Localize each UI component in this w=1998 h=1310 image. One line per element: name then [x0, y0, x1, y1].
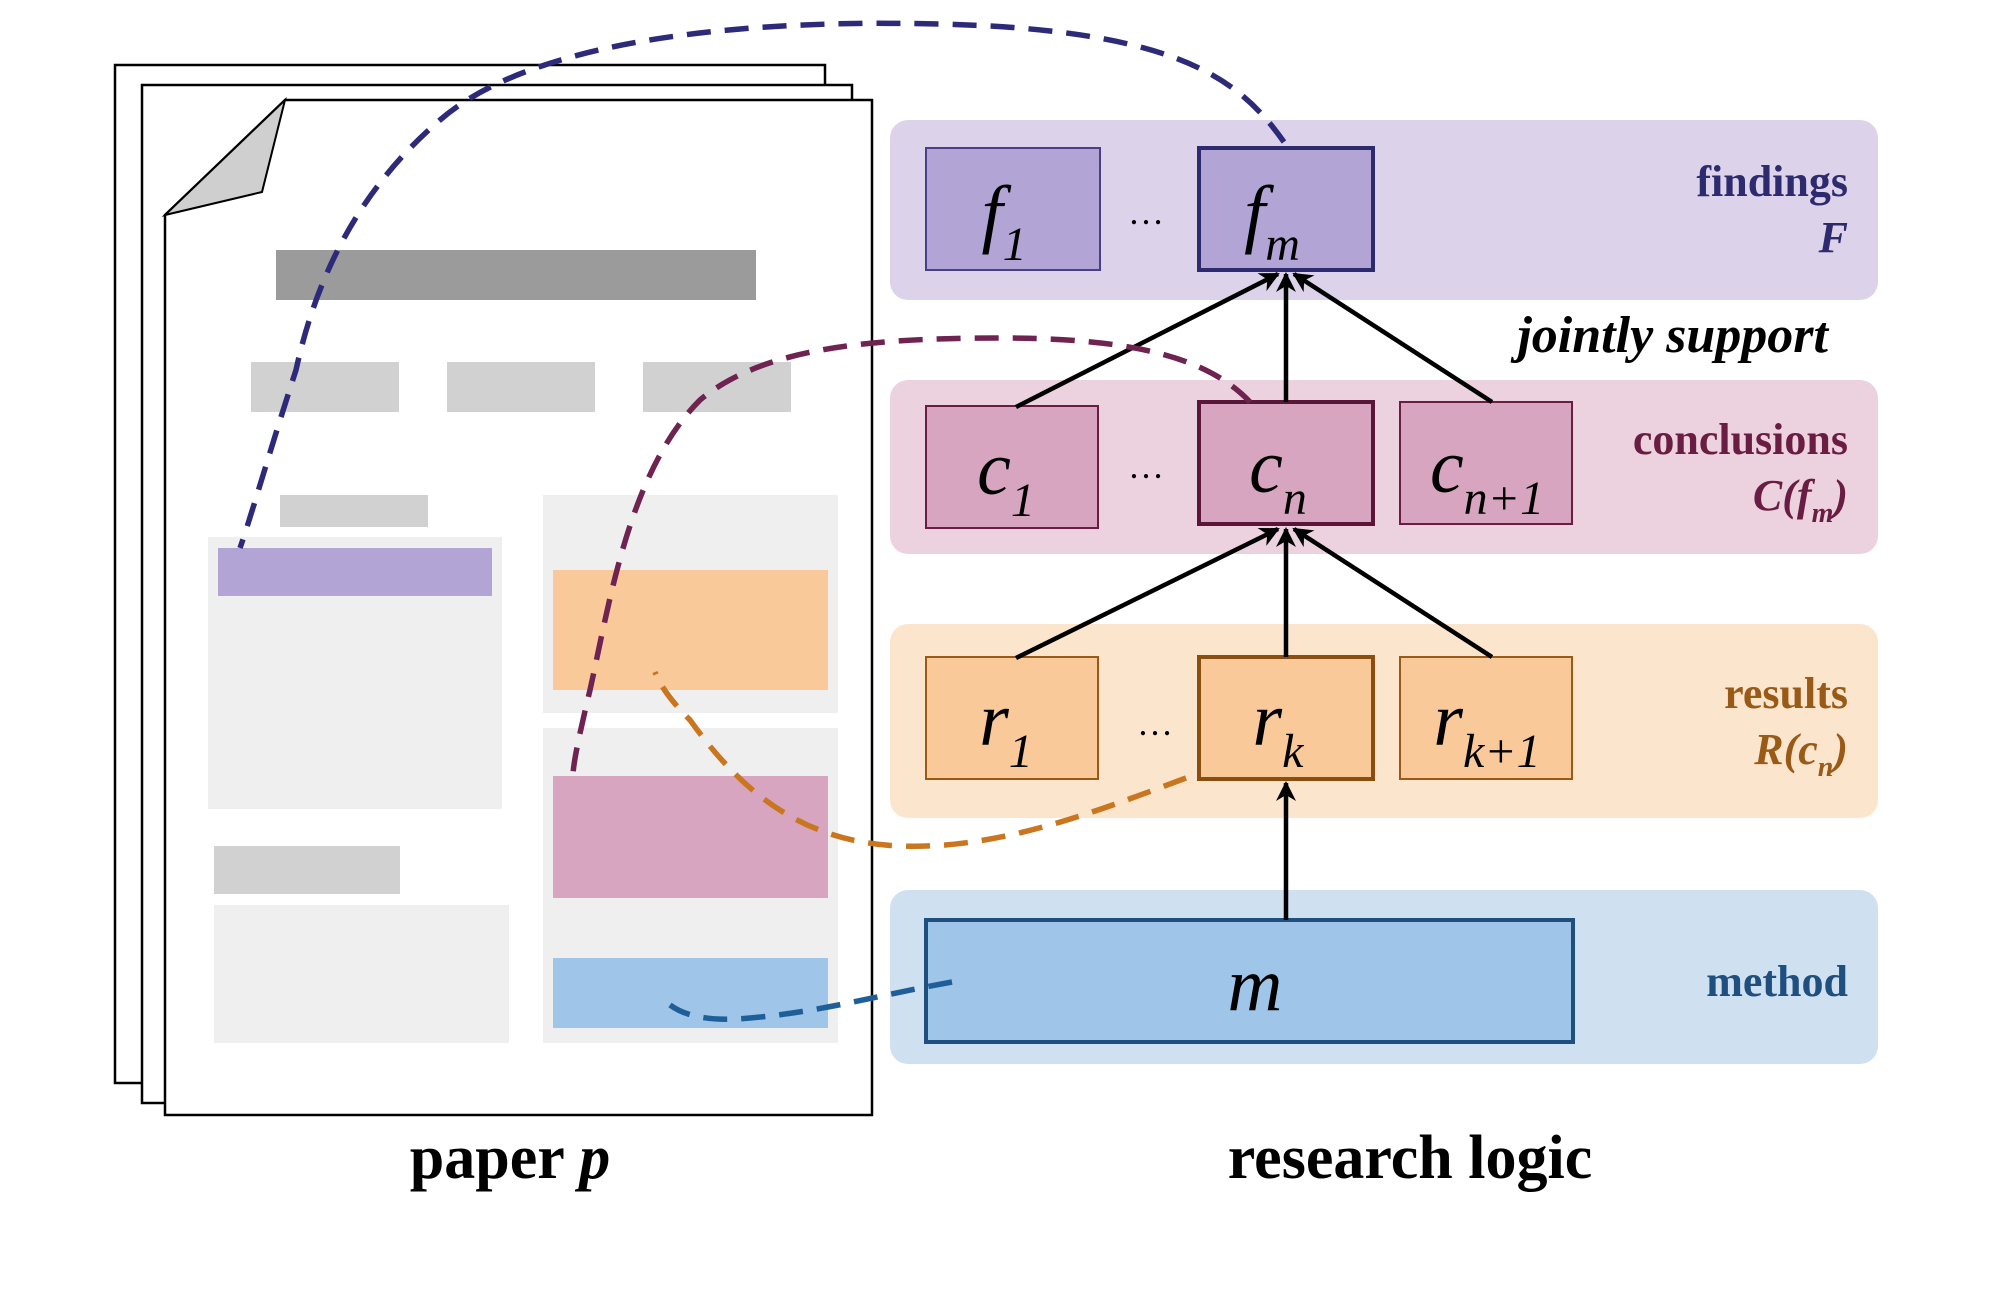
arrow-c1-to-fm — [1014, 271, 1280, 410]
paper-stack — [113, 63, 874, 1117]
paper-author-block — [251, 362, 399, 412]
method-nodes — [924, 918, 1575, 1044]
method-label: method — [1706, 957, 1848, 1006]
node-rk-label: rk — [1253, 678, 1306, 778]
node-c1-label: c1 — [977, 427, 1035, 527]
paper-highlight-method — [553, 958, 828, 1028]
results-ellipsis: … — [1137, 703, 1173, 743]
results-symbol: R(cn) — [1753, 725, 1848, 783]
node-cn — [1197, 400, 1375, 526]
research-logic-caption: research logic — [1228, 1124, 1592, 1192]
node-rk — [1197, 655, 1375, 781]
node-m-label: m — [1228, 943, 1283, 1027]
node-cn-label: cn — [1249, 425, 1307, 525]
paper-highlight-finding — [218, 548, 492, 596]
node-m — [924, 918, 1575, 1044]
node-r1-label: r1 — [979, 678, 1033, 778]
node-cn1 — [1399, 401, 1573, 525]
findings-label: findings — [1696, 157, 1848, 206]
paper-title-bar — [276, 250, 756, 300]
paper-highlight-result — [553, 570, 828, 690]
support-arrows — [1014, 271, 1494, 920]
paper-highlight-conclusion — [553, 776, 828, 898]
node-rk1 — [1399, 656, 1573, 780]
paper-section-heading — [280, 495, 428, 527]
node-f1 — [925, 147, 1101, 271]
paper-author-block — [447, 362, 595, 412]
paper-caption: paper p — [410, 1124, 610, 1192]
findings-symbol: F — [1818, 213, 1848, 262]
node-fm — [1197, 146, 1375, 272]
link-method-to-paper — [668, 979, 953, 1022]
arrow-r1-to-cn — [1015, 526, 1280, 661]
conclusions-ellipsis: … — [1128, 446, 1164, 486]
arrow-cn1-to-fm — [1292, 272, 1494, 404]
link-result-to-paper — [652, 670, 1187, 850]
link-conclusion-to-paper — [570, 335, 1252, 777]
node-cn1-label: cn+1 — [1430, 425, 1544, 525]
conclusions-label: conclusions — [1633, 415, 1848, 464]
node-r1 — [925, 656, 1099, 780]
paper-section-heading — [214, 846, 400, 894]
paper-text-column — [214, 905, 509, 1043]
paper-folded-corner — [161, 96, 287, 217]
results-band — [890, 624, 1878, 818]
research-logic-bands — [890, 120, 1878, 1064]
conclusions-band — [890, 380, 1878, 554]
conclusions-symbol: C(fm) — [1753, 471, 1848, 529]
provenance-links — [237, 20, 1287, 1022]
findings-ellipsis: … — [1128, 192, 1164, 232]
conclusions-nodes — [925, 400, 1573, 529]
node-c1 — [925, 405, 1099, 529]
jointly-support-label: jointly support — [1510, 307, 1829, 364]
node-rk1-label: rk+1 — [1433, 678, 1540, 778]
findings-band — [890, 120, 1878, 300]
results-label: results — [1724, 669, 1848, 718]
findings-nodes — [925, 146, 1375, 272]
results-nodes — [925, 655, 1573, 781]
arrow-rk1-to-cn — [1292, 527, 1494, 659]
